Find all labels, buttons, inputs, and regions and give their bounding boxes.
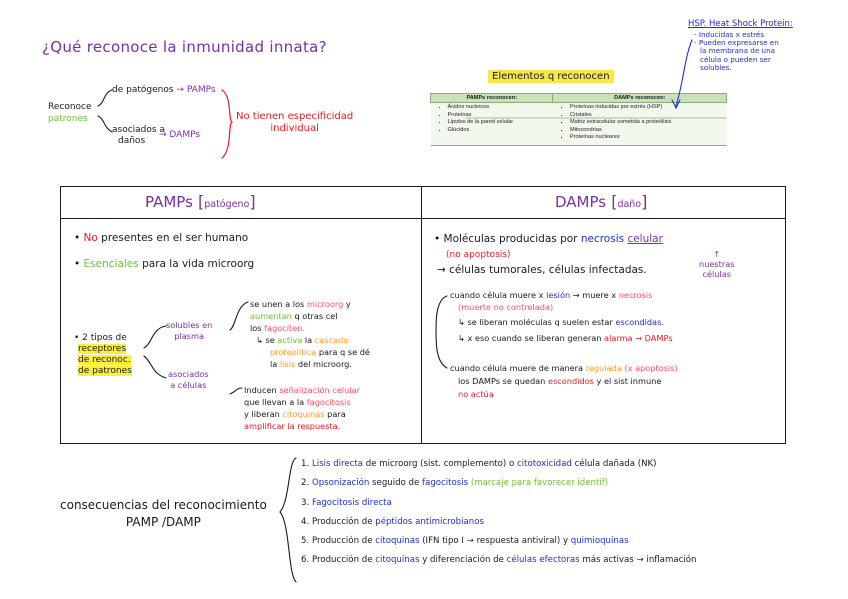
list-item: célula o pueden ser [700, 54, 771, 64]
list-item: Ácidos nucleicos [448, 104, 550, 112]
consequences-title: consecuencias del reconocimiento PAMP /D… [60, 498, 267, 529]
damps-hidden-line: ↳ se liberan moléculas q suelen estar es… [458, 317, 664, 327]
pamps-point-2: • Esenciales para la vida microorg [74, 258, 255, 270]
table-title: Elementos q reconocen [488, 70, 614, 83]
list-item: solubles. [700, 62, 732, 72]
list-item: Proteínas [448, 112, 550, 120]
list-item-text: (IFN tipo I → respuesta antiviral) y [419, 536, 571, 547]
list-item-text: Opsonización [311, 478, 370, 489]
list-item-text: citoquinas [375, 555, 420, 566]
list-item-text: (marcaje para favorecer identif) [468, 478, 609, 489]
damps-apoptosis-block: cuando célula muere de manera regulada (… [450, 363, 678, 399]
list-item: Cristales [570, 112, 724, 120]
list-item: Matriz extracelular sometida a proteólis… [570, 119, 724, 127]
hsp-note-title: HSP. Heat Shock Protein: [688, 19, 793, 29]
list-item-text: Producción de [311, 536, 376, 547]
list-item-number: 4. [301, 516, 312, 527]
damps-lesion-line: cuando célula muere x lesión → muere x n… [450, 290, 653, 300]
pamps-point-1: • No presentes en el ser humano [74, 232, 249, 244]
branch-damage-target: → DAMPs [159, 130, 201, 140]
list-item: Glúcidos [448, 127, 550, 135]
table-header-damps: DAMPs reconocen: [552, 93, 727, 103]
hsp-note-list: - Inducidas x estrés - Pueden expresarse… [694, 30, 824, 72]
damps-cell: Proteínas inducidas por estrés (HSP) Cri… [552, 102, 727, 146]
list-item: 4. Producción de péptidos antimicrobiano… [301, 513, 696, 532]
list-item-text: fagocitosis [422, 478, 469, 489]
list-item-text: directa [330, 459, 364, 469]
no-specificity-note: No tienen especificidad individual [236, 111, 354, 134]
list-item: 1. Lisis directa de microorg (sist. comp… [301, 455, 696, 474]
pamps-cell: Ácidos nucleicos Proteínas Lípidos de la… [430, 102, 553, 146]
receptor-types: • 2 tipos de receptores de reconoc. de p… [74, 333, 132, 376]
pamps-subtitle: patógeno [204, 199, 250, 210]
recognition-root-label: Reconoce [48, 102, 92, 112]
comparison-column-divider [421, 186, 422, 444]
branch-damage-line1: asociados a [112, 125, 165, 135]
list-item-text: Lisis [311, 459, 331, 469]
list-item: - Pueden expresarse en [694, 38, 779, 48]
list-item: Proteínas nucleares [570, 134, 724, 142]
recognition-branch-pathogens: de patógenos → PAMPs [112, 85, 216, 95]
list-item-number: 6. [301, 555, 312, 566]
list-item-text: quimioquinas [570, 536, 629, 547]
damps-no-apoptosis: (no apoptosis) [446, 250, 511, 260]
comparison-header-divider [60, 218, 786, 219]
branch-pathogens-label: de patógenos [112, 85, 174, 95]
list-item-text: y diferenciación de [419, 555, 507, 566]
damps-own-cells-note: ↑ nuestras células [699, 249, 735, 279]
list-item-number: 3. [301, 497, 312, 508]
list-item-text: Fagocitosis directa [311, 497, 392, 508]
list-item: 3. Fagocitosis directa [301, 494, 696, 513]
cell-description: Inducen señalización celular que llevan … [244, 385, 360, 431]
soluble-receptors: solubles en plasma [166, 320, 213, 341]
list-item-number: 1. [301, 459, 312, 469]
damps-title: DAMPs [555, 193, 607, 211]
list-item: - Inducidas x estrés [694, 30, 765, 39]
list-item-text: células efectoras [506, 555, 580, 566]
list-item-text: más activas → inflamación [579, 555, 697, 566]
list-item-number: 5. [301, 536, 312, 547]
list-item-text: seguido de [369, 478, 423, 489]
list-item-text: Producción de [311, 555, 376, 566]
list-item: 2. Opsonización seguido de fagocitosis (… [301, 474, 696, 493]
pamps-title: PAMPs [145, 193, 193, 211]
branch-damage-line2: daños [118, 136, 146, 146]
recognition-branch-damage: asociados a daños [112, 125, 165, 147]
list-item-text: citoquinas [375, 536, 420, 547]
damps-point-tumors: → células tumorales, células infectadas. [437, 264, 647, 276]
damps-alarm-line: ↳ x eso cuando se liberan generan alarma… [458, 333, 673, 343]
page-title: ¿Qué reconoce la inmunidad innata? [42, 38, 327, 56]
recognition-root: Reconoce patrones [48, 101, 92, 125]
list-item-text: péptidos antimicrobianos [375, 516, 484, 527]
list-item-text: Producción de [311, 516, 376, 527]
branch-pathogens-target: PAMPs [186, 85, 216, 95]
list-item-text: citotoxicidad [516, 459, 572, 469]
damps-subtitle: daño [617, 199, 642, 210]
soluble-description: se unen a los microorg y aumentan q otra… [250, 299, 370, 369]
list-item: Mitocondrias [570, 127, 724, 135]
recognition-root-patterns: patrones [48, 114, 88, 124]
consequences-list: 1. Lisis directa de microorg (sist. comp… [301, 455, 696, 571]
damps-uncontrolled: (muerte no controlada) [458, 302, 554, 312]
list-item: 6. Producción de citoquinas y diferencia… [301, 551, 696, 570]
list-item: Proteínas inducidas por estrés (HSP) [570, 104, 724, 112]
list-item-number: 2. [301, 478, 312, 489]
damps-column-header: DAMPs [daño] [555, 192, 648, 211]
cell-receptors: asociados a células [168, 369, 209, 390]
table-header-pamps: PAMPs reconocen: [429, 93, 554, 103]
list-item-text: de microorg (sist. complemento) o [363, 459, 517, 469]
list-item: 5. Producción de citoquinas (IFN tipo I … [301, 532, 696, 551]
list-item: Lípidos de la pared celular [448, 119, 550, 127]
elements-table: PAMPs reconocen: DAMPs reconocen: Ácidos… [429, 93, 727, 146]
damps-point-1: • Moléculas producidas por necrosis celu… [434, 233, 663, 245]
list-item: la membrana de una [700, 46, 776, 56]
comparison-box [60, 186, 786, 444]
list-item-text: célula dañada (NK) [571, 459, 657, 469]
pamps-column-header: PAMPs [patógeno] [145, 192, 256, 211]
